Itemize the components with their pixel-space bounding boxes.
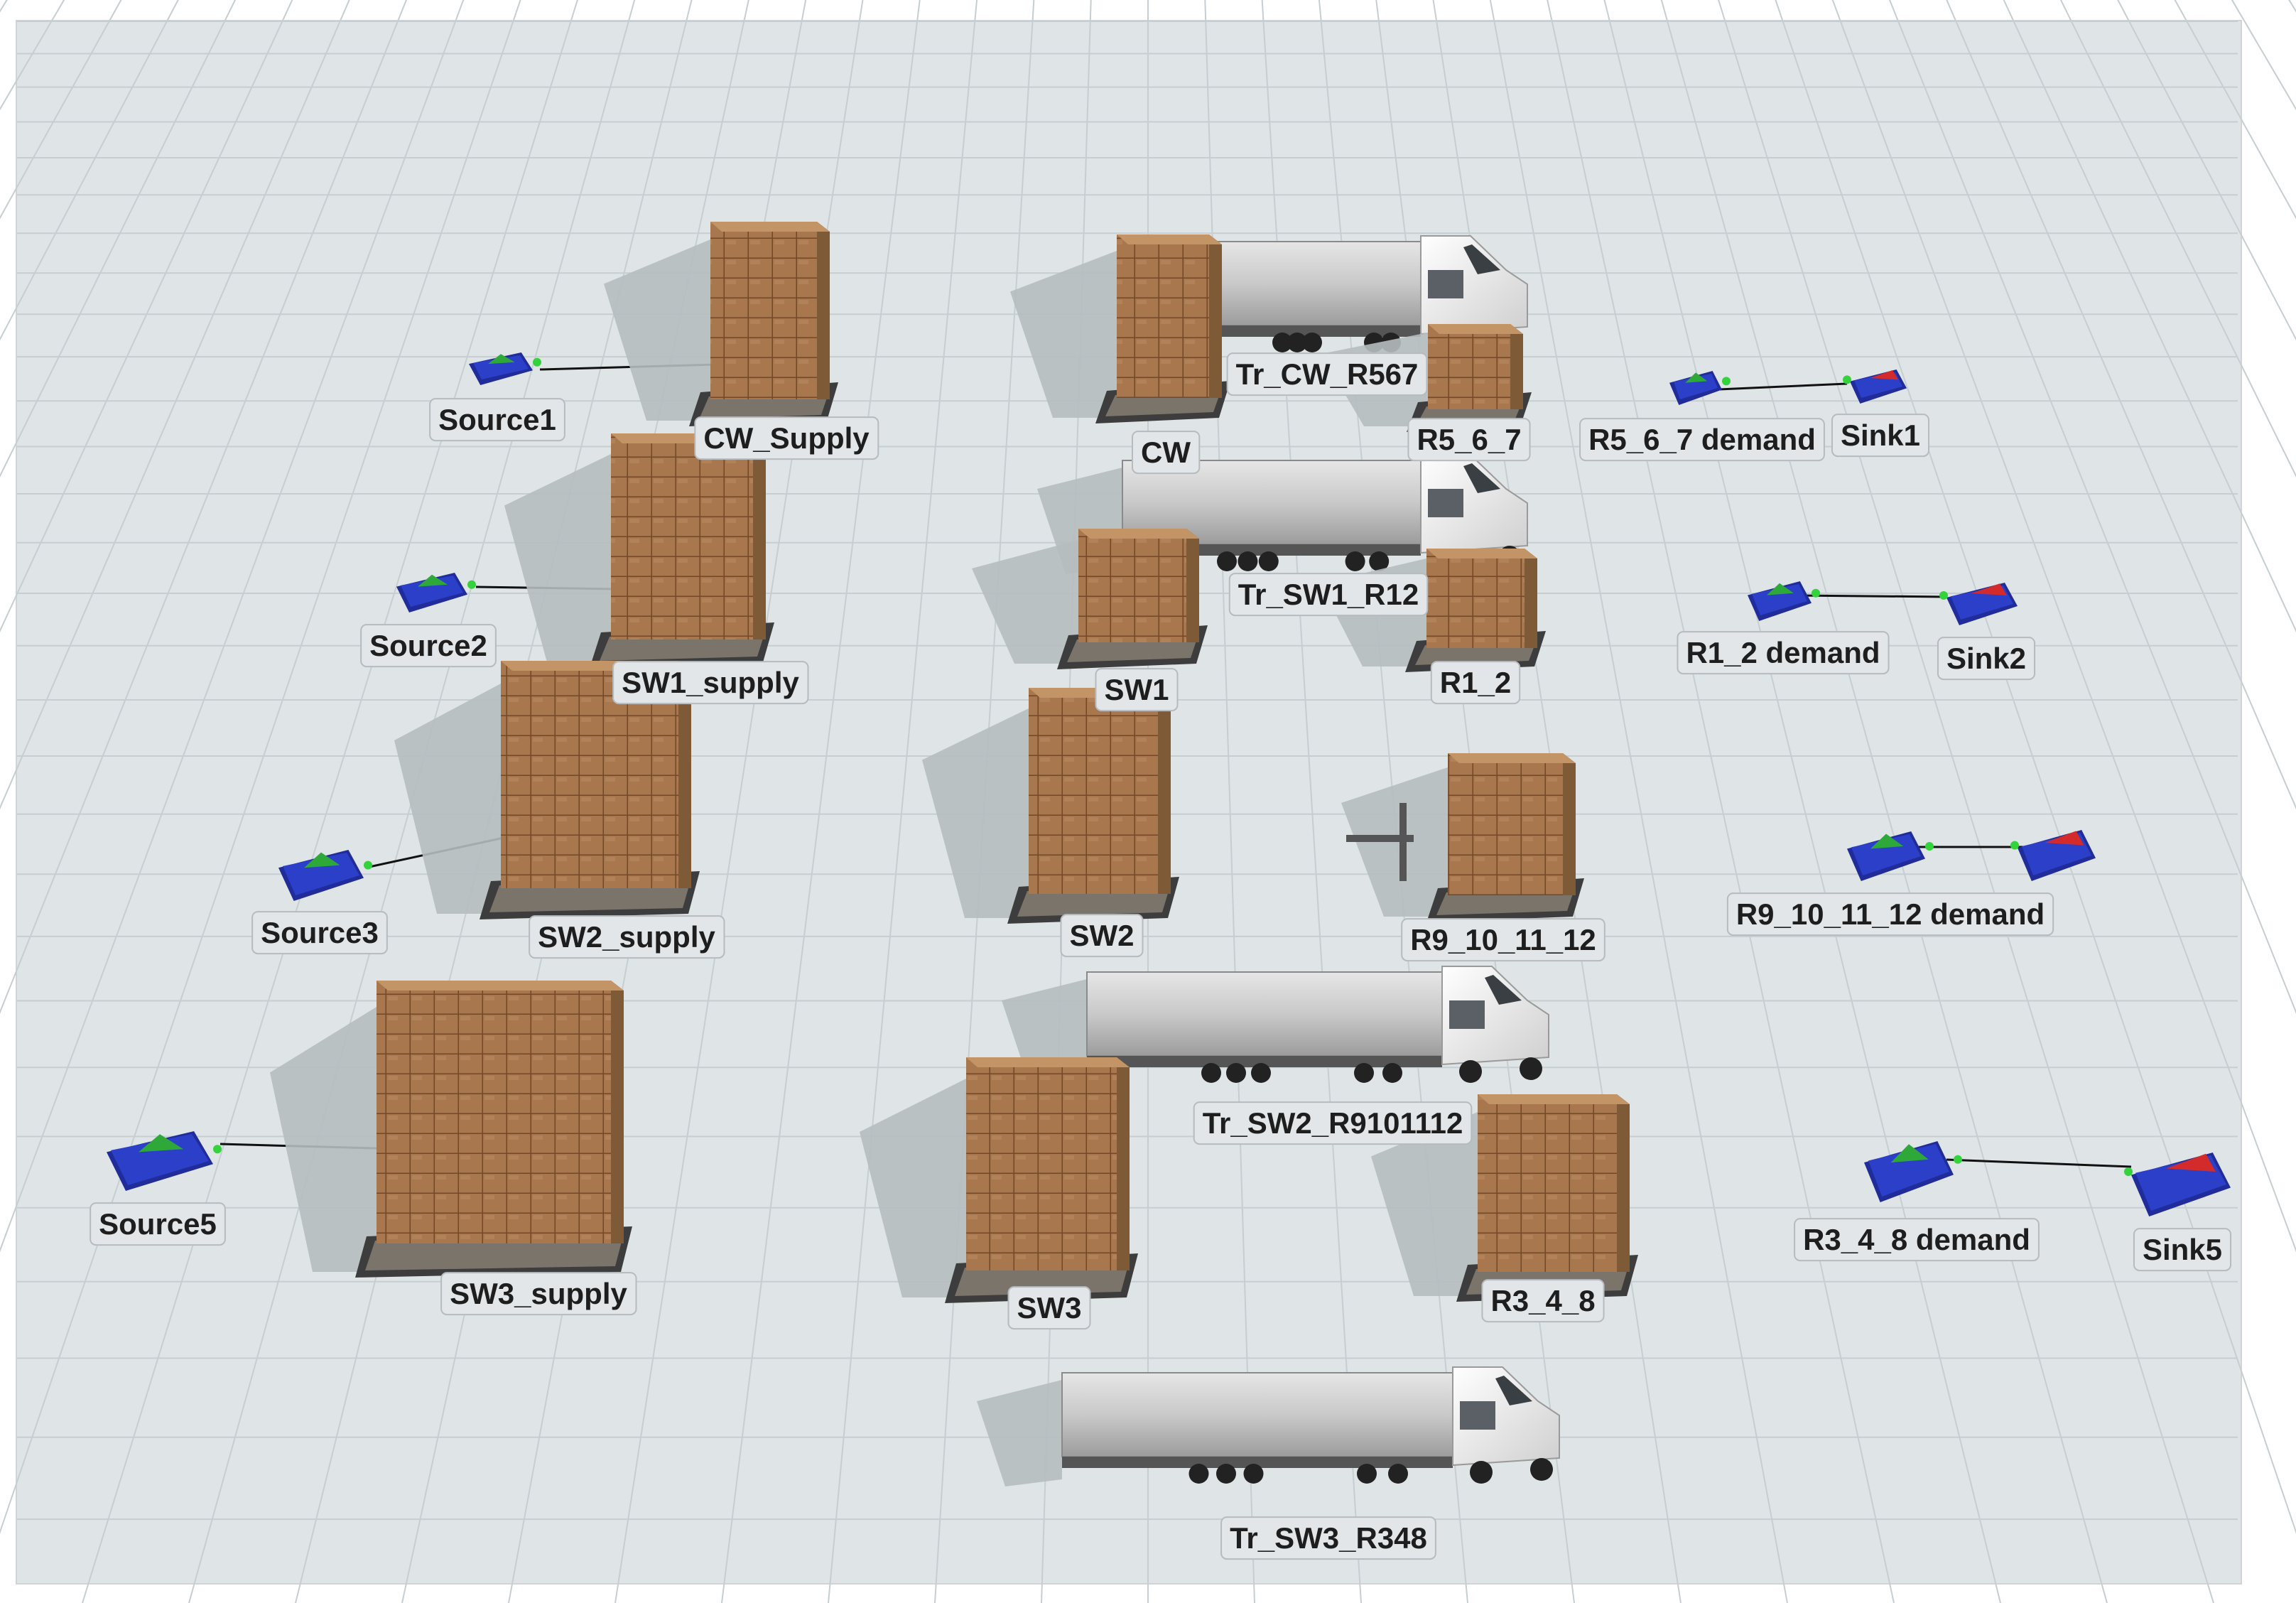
cw-rack[interactable] — [1010, 234, 1230, 423]
sink2-label-box[interactable]: Sink2 — [1937, 637, 2036, 681]
sw2-supply-rack[interactable] — [394, 661, 700, 919]
source2-label-box[interactable]: Source2 — [360, 624, 497, 668]
sw2-supply-label-box[interactable]: SW2_supply — [529, 915, 725, 959]
sw3-rack[interactable] — [860, 1057, 1138, 1303]
source2-label: Source2 — [369, 629, 487, 662]
tr-sw2-r9101112-label: Tr_SW2_R9101112 — [1203, 1106, 1463, 1140]
r9-10-11-12-demand-label: R9_10_11_12 demand — [1736, 897, 2045, 931]
sw1-label-box[interactable]: SW1 — [1095, 668, 1179, 712]
sw1-rack[interactable] — [972, 529, 1208, 669]
tr-sw3-r348-label-box[interactable]: Tr_SW3_R348 — [1220, 1516, 1436, 1560]
source1-label-box[interactable]: Source1 — [429, 398, 565, 442]
r5-6-7-demand-label: R5_6_7 demand — [1588, 423, 1816, 456]
r1-2-label: R1_2 — [1440, 666, 1511, 699]
source5-block[interactable] — [107, 1131, 222, 1191]
cw-label: CW — [1141, 436, 1191, 469]
source3-label-box[interactable]: Source3 — [251, 911, 388, 955]
cw-label-box[interactable]: CW — [1132, 431, 1201, 475]
sink1-label: Sink1 — [1841, 419, 1920, 452]
sw3-supply-label: SW3_supply — [450, 1277, 627, 1310]
tr-sw1-r12-label-box[interactable]: Tr_SW1_R12 — [1228, 573, 1429, 617]
truck-tr-sw3-r348[interactable] — [977, 1366, 1560, 1486]
r9-10-11-12-demand-label-box[interactable]: R9_10_11_12 demand — [1726, 892, 2054, 937]
r5-6-7-demand-block[interactable] — [1669, 371, 1731, 405]
cw-supply-label-box[interactable]: CW_Supply — [694, 416, 879, 460]
sink2-block[interactable] — [1939, 583, 2018, 625]
sw2-label-box[interactable]: SW2 — [1060, 914, 1144, 958]
marker-icon — [1346, 803, 1414, 881]
sw1-supply-rack[interactable] — [504, 433, 774, 668]
r3-4-8-label-box[interactable]: R3_4_8 — [1481, 1279, 1605, 1323]
source1-label: Source1 — [438, 403, 556, 436]
sink1-label-box[interactable]: Sink1 — [1831, 414, 1930, 458]
sw2-rack[interactable] — [922, 688, 1179, 924]
source3-label: Source3 — [261, 916, 379, 949]
sink5-block[interactable] — [2124, 1153, 2231, 1216]
r3-4-8-demand-label: R3_4_8 demand — [1803, 1223, 2030, 1256]
sink-r9-block[interactable] — [2010, 830, 2096, 881]
r9-10-11-12-label: R9_10_11_12 — [1410, 923, 1596, 956]
sw1-supply-label-box[interactable]: SW1_supply — [612, 661, 809, 705]
tr-sw1-r12-label: Tr_SW1_R12 — [1238, 578, 1419, 611]
sink5-label: Sink5 — [2143, 1233, 2222, 1266]
sw2-supply-label: SW2_supply — [538, 920, 715, 954]
cw-supply-label: CW_Supply — [703, 421, 870, 455]
r9-10-11-12-demand-block[interactable] — [1847, 831, 1934, 881]
cw-supply-rack[interactable] — [604, 222, 838, 426]
truck-tr-sw2-r9101112[interactable] — [1002, 966, 1549, 1086]
sw3-supply-label-box[interactable]: SW3_supply — [440, 1272, 637, 1316]
sw2-label: SW2 — [1069, 919, 1134, 952]
sink2-label: Sink2 — [1946, 642, 2026, 675]
sw3-label-box[interactable]: SW3 — [1007, 1286, 1091, 1330]
source5-label-box[interactable]: Source5 — [90, 1202, 226, 1246]
r5-6-7-label: R5_6_7 — [1417, 423, 1521, 456]
r3-4-8-demand-block[interactable] — [1864, 1141, 1962, 1202]
r3-4-8-demand-label-box[interactable]: R3_4_8 demand — [1794, 1218, 2040, 1262]
r3-4-8-label: R3_4_8 — [1490, 1284, 1595, 1317]
r1-2-demand-label-box[interactable]: R1_2 demand — [1677, 631, 1890, 675]
r1-2-demand-label: R1_2 demand — [1686, 636, 1880, 669]
sw1-label: SW1 — [1104, 673, 1169, 706]
r9-10-11-12-label-box[interactable]: R9_10_11_12 — [1401, 918, 1605, 962]
tr-sw2-r9101112-label-box[interactable]: Tr_SW2_R9101112 — [1193, 1101, 1473, 1145]
source5-label: Source5 — [99, 1207, 217, 1241]
source3-block[interactable] — [278, 850, 372, 901]
r5-6-7-label-box[interactable]: R5_6_7 — [1407, 418, 1531, 462]
tr-cw-r567-label: Tr_CW_R567 — [1236, 357, 1419, 391]
r1-2-demand-block[interactable] — [1748, 581, 1820, 621]
tr-sw3-r348-label: Tr_SW3_R348 — [1230, 1521, 1427, 1555]
sw3-supply-rack[interactable] — [270, 981, 632, 1278]
source2-block[interactable] — [396, 573, 476, 612]
sink5-label-box[interactable]: Sink5 — [2133, 1228, 2232, 1272]
sw3-label: SW3 — [1017, 1291, 1081, 1324]
source1-block[interactable] — [469, 352, 541, 385]
r1-2-label-box[interactable]: R1_2 — [1430, 661, 1521, 705]
sink1-block[interactable] — [1843, 369, 1907, 404]
r5-6-7-demand-label-box[interactable]: R5_6_7 demand — [1579, 418, 1825, 462]
sw1-supply-label: SW1_supply — [622, 666, 799, 699]
tr-cw-r567-label-box[interactable]: Tr_CW_R567 — [1226, 352, 1428, 396]
